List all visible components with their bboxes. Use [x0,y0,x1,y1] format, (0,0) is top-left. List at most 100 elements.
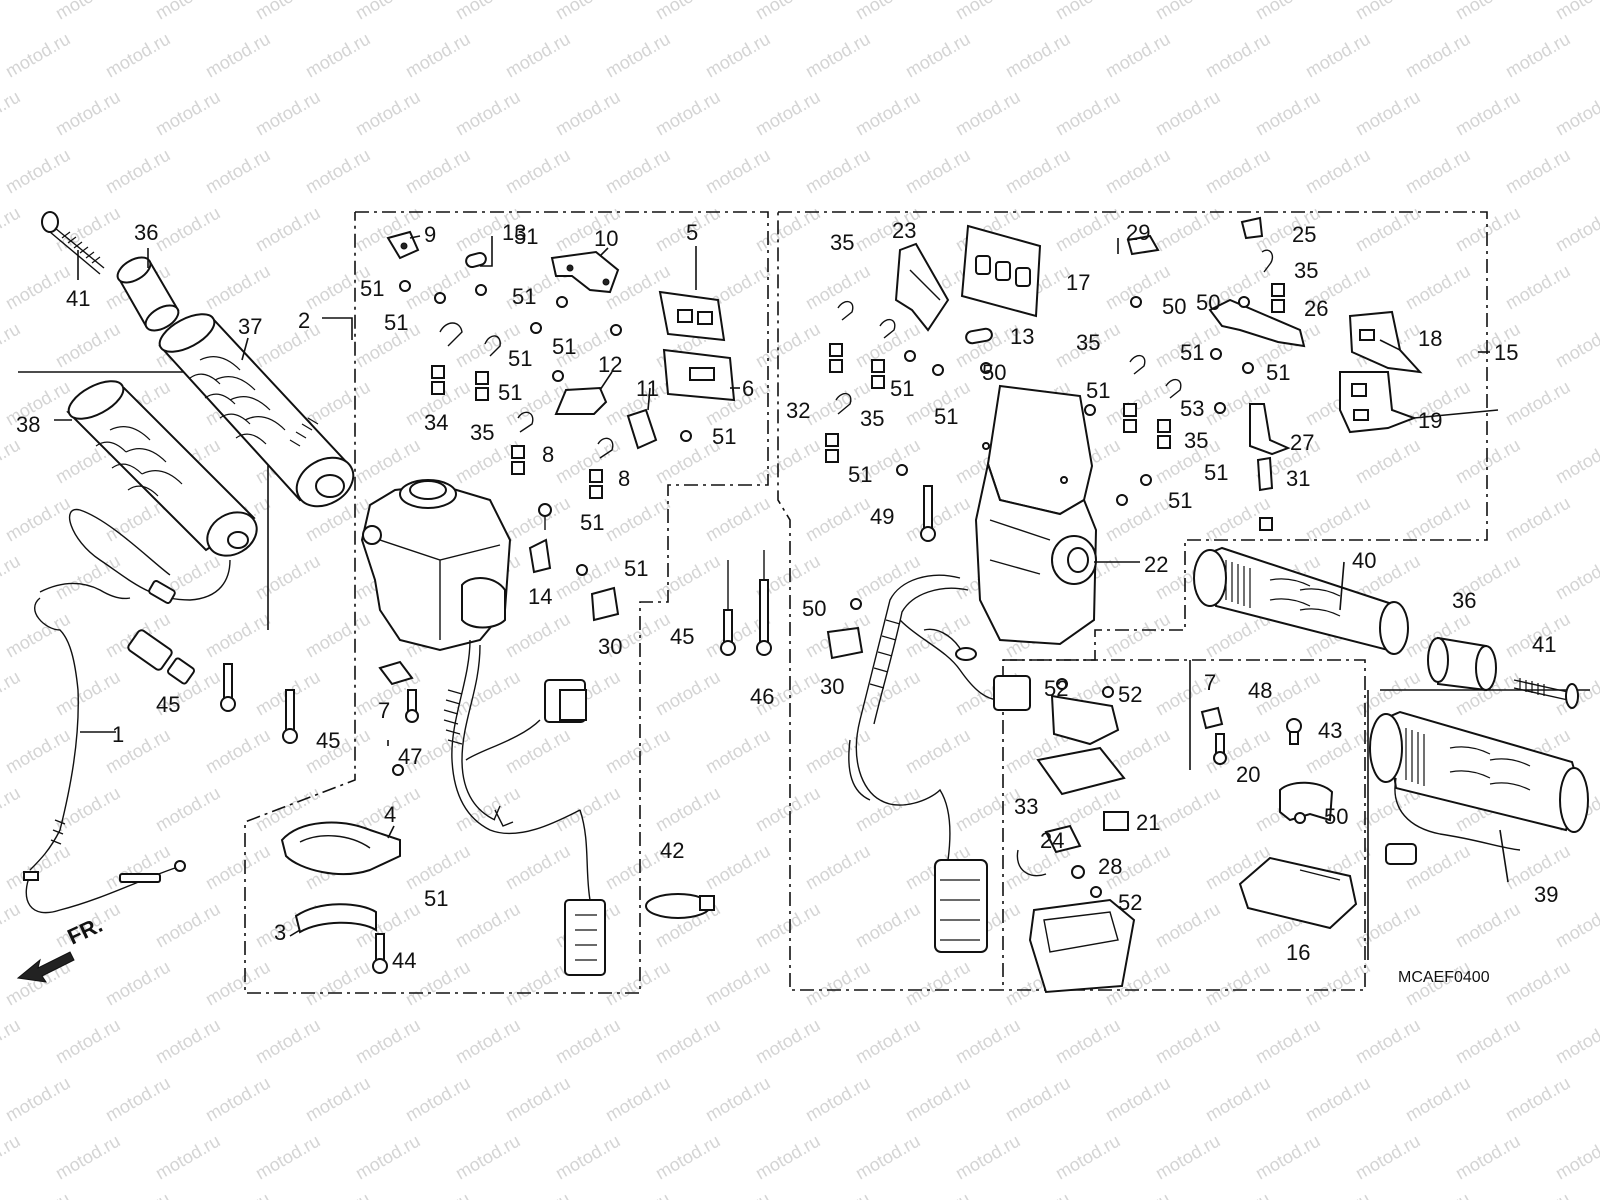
callout-label-51: 51 [508,346,532,371]
watermark-text: motod.ru [1052,203,1124,256]
watermark-text: motod.ru [552,0,624,23]
part-40-throttle-grip [1193,546,1409,655]
callout-label-8: 8 [542,442,554,467]
callout-label-28: 28 [1098,854,1122,879]
watermark-text: motod.ru [902,1073,974,1126]
watermark-text: motod.ru [1052,1131,1124,1184]
watermark-text: motod.ru [1102,145,1174,198]
watermark-text: motod.ru [802,1189,874,1200]
watermark-text: motod.ru [202,609,274,662]
watermark-text: motod.ru [702,493,774,546]
watermark-text: motod.ru [802,145,874,198]
part-13-clip [465,251,487,269]
watermark-text: motod.ru [402,29,474,82]
callout-label-18: 18 [1418,326,1442,351]
watermark-text: motod.ru [602,957,674,1010]
callout-label-22: 22 [1144,552,1168,577]
part-30-bracket-center [826,598,864,660]
part-23-bracket [894,242,950,332]
watermark-text: motod.ru [1402,29,1474,82]
callout-label-51: 51 [424,886,448,911]
watermark-text: motod.ru [52,0,124,23]
watermark-text: motod.ru [2,29,74,82]
watermark-text: motod.ru [952,87,1024,140]
callout-label-33: 33 [1014,794,1038,819]
part-44-bolt [372,933,388,974]
callout-label-13: 13 [502,220,526,245]
diagram-code: MCAEF0400 [1398,969,1490,986]
watermark-text: motod.ru [1002,145,1074,198]
callout-label-25: 25 [1292,222,1316,247]
watermark-text: motod.ru [752,87,824,140]
watermark-text: motod.ru [652,783,724,836]
watermark-text: motod.ru [302,1073,374,1126]
watermark-text: motod.ru [302,1189,374,1200]
callout-label-11: 11 [636,376,659,401]
watermark-text: motod.ru [552,87,624,140]
callout-label-17: 17 [1066,270,1090,295]
watermark-text: motod.ru [152,1131,224,1184]
watermark-text: motod.ru [802,29,874,82]
part-49-bolt [920,485,936,542]
watermark-text: motod.ru [452,783,524,836]
callout-label-14: 14 [528,584,552,609]
part-36-weight-right [1427,636,1497,692]
callout-label-44: 44 [392,948,416,973]
watermark-text: motod.ru [1002,1189,1074,1200]
watermark-text: motod.ru [1102,493,1174,546]
callout-label-27: 27 [1290,430,1314,455]
watermark-text: motod.ru [1152,1015,1224,1068]
watermark-text: motod.ru [752,1131,824,1184]
part-2-left-switch-housing [360,479,606,976]
watermark-text: motod.ru [252,1015,324,1068]
watermark-text: motod.ru [1052,0,1124,23]
callout-label-15: 15 [1494,340,1518,365]
watermark-text: motod.ru [802,261,874,314]
watermark-text: motod.ru [902,1189,974,1200]
callout-label-35: 35 [860,406,884,431]
watermark-text: motod.ru [1502,493,1574,546]
watermark-text: motod.ru [1402,261,1474,314]
part-11-switch [626,408,658,450]
watermark-text: motod.ru [702,29,774,82]
part-17-switch-panel [960,224,1042,318]
callout-label-43: 43 [1318,718,1342,743]
watermark-text: motod.ru [1102,29,1174,82]
watermark-text: motod.ru [2,145,74,198]
screws-right [896,296,1254,506]
parts-16-20-48-43 [1200,706,1358,930]
callout-label-36: 36 [134,220,158,245]
watermark-text: motod.ru [752,435,824,488]
callout-label-35: 35 [470,420,494,445]
watermark-text: motod.ru [1302,1073,1374,1126]
parts-52-24-21-box [1016,678,1136,994]
callout-label-16: 16 [1286,940,1310,965]
watermark-text: motod.ru [302,29,374,82]
group-boundaries [18,211,1590,994]
watermark-text: motod.ru [1352,1131,1424,1184]
watermark-text: motod.ru [0,551,24,604]
watermark-text: motod.ru [1552,899,1600,952]
watermark-text: motod.ru [652,667,724,720]
watermark-text: motod.ru [1502,261,1574,314]
callout-label-51: 51 [934,404,958,429]
watermark-text: motod.ru [602,725,674,778]
watermark-text: motod.ru [1502,29,1574,82]
watermark-text: motod.ru [652,1131,724,1184]
callout-label-41: 41 [66,286,90,311]
watermark-text: motod.ru [1552,0,1600,23]
watermark-text: motod.ru [602,145,674,198]
watermark-text: motod.ru [552,783,624,836]
callout-label-30: 30 [820,674,844,699]
watermark-text: motod.ru [1002,29,1074,82]
part-10-bracket [550,250,620,294]
watermark-text: motod.ru [0,899,24,952]
watermark-text: motod.ru [752,783,824,836]
watermark-text: motod.ru [252,551,324,604]
watermark-text: motod.ru [0,667,24,720]
watermark-text: motod.ru [502,957,574,1010]
watermark-text: motod.ru [352,1131,424,1184]
callout-label-38: 38 [16,412,40,437]
watermark-text: motod.ru [1252,0,1324,23]
watermark-text: motod.ru [902,29,974,82]
